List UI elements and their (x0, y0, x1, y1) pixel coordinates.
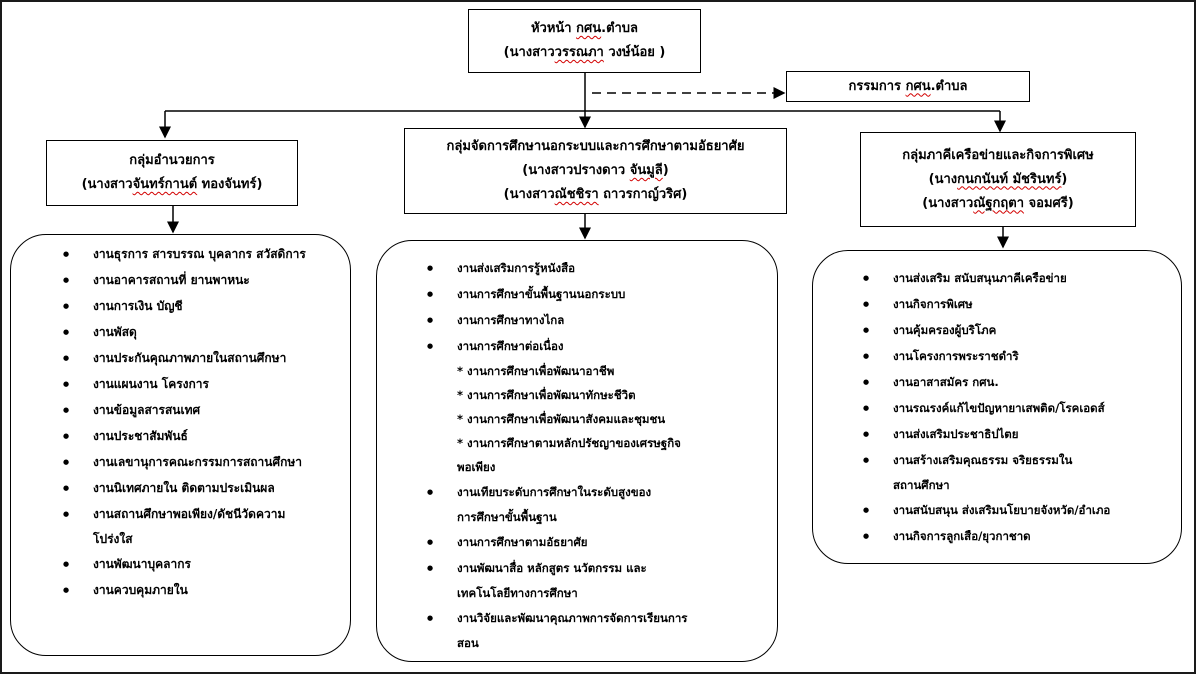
head-box: หัวหน้า กศน.ตำบล (นางสาววรรณภา วงษ์น้อย … (468, 9, 701, 73)
list-item-continuation: สถานศึกษา (893, 478, 950, 492)
list-item: งานอาคารสถานที่ ยานพาหนะ (61, 267, 342, 293)
list-item: งานพัฒนาบุคลากร (61, 551, 342, 577)
list-item: งานพัฒนาสื่อ หลักสูตร นวัตกรรม และ (425, 555, 769, 581)
list-item-continuation: เทคโนโลยีทางการศึกษา (457, 586, 578, 600)
list-item: งานคุ้มครองผู้บริโภค (861, 317, 1175, 343)
list-item: งานโครงการพระราชดำริ (861, 343, 1175, 369)
network-group-person-2: (นางสาวณัฐกฤตา จอมศรี) (922, 195, 1074, 211)
head-name: (นางสาววรรณภา วงษ์น้อย ) (503, 45, 666, 60)
list-item-continuation: สอน (457, 636, 479, 650)
admin-group-box: กลุ่มอำนวยการ (นางสาวจันทร์กานต์ ทองจันท… (46, 140, 298, 206)
education-group-box: กลุ่มจัดการศึกษานอกระบบและการศึกษาตามอัธ… (404, 128, 787, 214)
list-item: งานส่งเสริมประชาธิปไตย (861, 421, 1175, 447)
list-item: งานรณรงค์แก้ไขปัญหายาเสพติด/โรคเอดส์ (861, 395, 1175, 421)
list-item: งานประกันคุณภาพภายในสถานศึกษา (61, 345, 342, 371)
list-item: งานอาสาสมัคร กศน. (861, 369, 1175, 395)
list-item: งานส่งเสริมการรู้หนังสือ (425, 255, 769, 281)
list-item: งานการศึกษาทางไกล (425, 307, 769, 333)
list-item: งานกิจการลูกเสือ/ยุวกาชาด (861, 523, 1175, 549)
committee-label: กรรมการ กศน.ตำบล (848, 78, 968, 94)
education-group-title: กลุ่มจัดการศึกษานอกระบบและการศึกษาตามอัธ… (446, 139, 745, 154)
list-item: งานการศึกษาต่อเนื่อง (425, 333, 769, 359)
list-item: งานประชาสัมพันธ์ (61, 423, 342, 449)
list-sub-item: * งานการศึกษาเพื่อพัฒนาทักษะชีวิต (457, 388, 636, 402)
admin-group-person: (นางสาวจันทร์กานต์ ทองจันทร์) (81, 177, 263, 192)
list-item: งานส่งเสริม สนับสนุนภาคีเครือข่าย (861, 265, 1175, 291)
admin-task-list: งานธุรการ สารบรรณ บุคลากร สวัสดิการ งานอ… (10, 234, 351, 656)
network-group-box: กลุ่มภาคีเครือข่ายและกิจการพิเศษ (นางกนก… (860, 132, 1136, 227)
list-item: งานเลขานุการคณะกรรมการสถานศึกษา (61, 449, 342, 475)
list-sub-item: * งานการศึกษาตามหลักปรัชญาของเศรษฐกิจ (457, 436, 681, 450)
education-group-person-1: (นางสาวปรางดาว จันมูลี) (522, 163, 669, 178)
list-item: งานเทียบระดับการศึกษาในระดับสูงของ (425, 479, 769, 505)
list-item: งานธุรการ สารบรรณ บุคลากร สวัสดิการ (61, 241, 342, 267)
list-item: งานควบคุมภายใน (61, 577, 342, 603)
list-item: งานวิจัยและพัฒนาคุณภาพการจัดการเรียนการ (425, 605, 769, 631)
committee-box: กรรมการ กศน.ตำบล (786, 71, 1030, 102)
list-item-continuation: การศึกษาขั้นพื้นฐาน (457, 510, 557, 524)
list-item: งานนิเทศภายใน ติดตามประเมินผล (61, 475, 342, 501)
list-item-continuation: พอเพียง (457, 460, 496, 474)
list-sub-item: * งานการศึกษาเพื่อพัฒนาสังคมและชุมชน (457, 412, 666, 426)
list-item: งานข้อมูลสารสนเทศ (61, 397, 342, 423)
admin-group-title: กลุ่มอำนวยการ (129, 153, 215, 168)
list-item: งานพัสดุ (61, 319, 342, 345)
education-group-person-2: (นางสาวณัชชิรา ถาวรกาญ์วริศ) (503, 187, 688, 202)
list-item: งานสนับสนุน ส่งเสริมนโยบายจังหวัด/อำเภอ (861, 497, 1175, 523)
list-item: งานการเงิน บัญชี (61, 293, 342, 319)
list-item: งานแผนงาน โครงการ (61, 371, 342, 397)
list-item: งานกิจการพิเศษ (861, 291, 1175, 317)
network-group-person-1: (นางกนกนันท์ มัชรินทร์) (928, 171, 1068, 187)
education-task-list: งานส่งเสริมการรู้หนังสือ งานการศึกษาขั้น… (376, 240, 778, 662)
head-title: หัวหน้า กศน.ตำบล (530, 21, 639, 36)
list-item: งานการศึกษาขั้นพื้นฐานนอกระบบ (425, 281, 769, 307)
network-task-list: งานส่งเสริม สนับสนุนภาคีเครือข่าย งานกิจ… (812, 250, 1182, 564)
list-item: งานสถานศึกษาพอเพียง/ดัชนีวัดความ (61, 501, 342, 527)
list-item: งานสร้างเสริมคุณธรรม จริยธรรมใน (861, 447, 1175, 473)
list-sub-item: * งานการศึกษาเพื่อพัฒนาอาชีพ (457, 364, 615, 378)
list-item-continuation: โปร่งใส (93, 532, 133, 546)
list-item: งานการศึกษาตามอัธยาศัย (425, 529, 769, 555)
network-group-title: กลุ่มภาคีเครือข่ายและกิจการพิเศษ (902, 147, 1094, 163)
